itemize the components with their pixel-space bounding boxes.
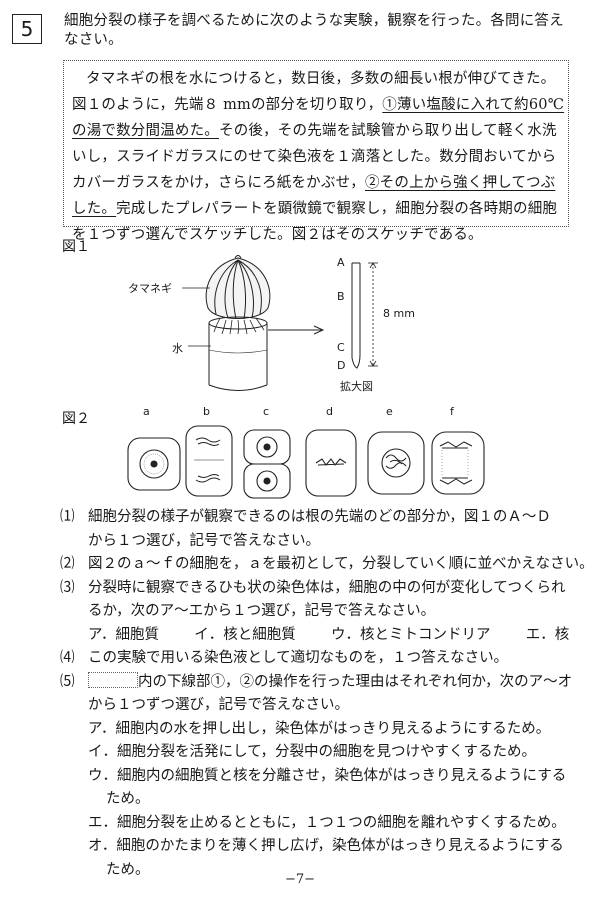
option-i: イ．細胞分裂を活発にして，分裂中の細胞を見つけやすくするため。 <box>88 744 537 760</box>
point-a-label: A <box>337 256 345 269</box>
onion-label: タマネギ <box>128 282 172 295</box>
box-line-4: いし，スライドガラスにのせて染色液を１滴落とした。数分間おいてから <box>72 149 557 165</box>
option-u-line-2: ため。 <box>106 791 150 807</box>
choice-e: エ．核 <box>525 626 570 643</box>
onion-drawing <box>205 255 271 320</box>
underline-1-part1: ①薄い塩酸に入れて約60℃ <box>382 97 565 113</box>
water-jar-drawing <box>208 316 268 391</box>
box-line-5: カバーガラスをかけ，さらにろ紙をかぶせ，②その上から強く押してつぶ <box>72 175 556 191</box>
option-o: オ．細胞のかたまりを薄く押し広げ，染色体がはっきり見えるようにする <box>88 838 564 854</box>
cell-d-sketch <box>305 429 357 497</box>
water-label: 水 <box>172 342 183 355</box>
box-line-1: タマネギの根を水につけると，数日後，多数の細長い根が伸びてきた。 <box>86 71 556 87</box>
cell-e-label: e <box>386 405 393 418</box>
question-1-line-2: から１つ選び，記号で答えなさい。 <box>88 532 320 549</box>
option-o-line-2: ため。 <box>106 861 150 878</box>
box-line-7: を１つずつ選んでスケッチした。図２はそのスケッチである。 <box>72 227 483 243</box>
choice-u: ウ．核とミトコンドリア <box>331 626 491 643</box>
option-a: ア．細胞内の水を押し出し，染色体がはっきり見えるようにするため。 <box>88 720 551 737</box>
length-indicator <box>368 262 378 367</box>
underline-1-part2: の湯で数分間温めた。 <box>72 123 219 139</box>
intro-line-1: 細胞分裂の様子を調べるために次のような実験，観察を行った。各問に答え <box>64 13 564 29</box>
page-number: −7− <box>284 872 316 887</box>
questions-list: ⑴細胞分裂の様子が観察できるのは根の先端のどの部分か，図１のＡ～Ｄ から１つ選び… <box>60 506 594 882</box>
figure2-label: 図２ <box>62 411 90 427</box>
question-intro: 細胞分裂の様子を調べるために次のような実験，観察を行った。各問に答え なさい。 <box>64 12 564 50</box>
point-b-label: B <box>337 290 345 303</box>
cell-a-sketch <box>127 437 181 491</box>
question-4: ⑷この実験で用いる染色液として適切なものを，１つ答えなさい。 <box>60 650 509 666</box>
cell-b-label: b <box>203 405 210 418</box>
underline-2-part1: ②その上から強く押してつぶ <box>364 175 556 191</box>
box-line-2: 図１のように，先端８ mmの部分を切り取り，①薄い塩酸に入れて約60℃ <box>72 97 565 113</box>
length-label: 8 mm <box>383 307 415 320</box>
intro-line-2: なさい。 <box>64 32 123 48</box>
roots-drawing <box>213 317 265 335</box>
question-3-choices: ア．細胞質 イ．核と細胞質 ウ．核とミトコンドリア エ．核 <box>60 624 594 648</box>
enlarged-root-drawing <box>351 262 361 369</box>
point-c-label: C <box>337 341 345 354</box>
cell-c-sketch <box>243 429 291 499</box>
cell-b-sketch <box>185 425 233 497</box>
arrow-head <box>313 325 325 335</box>
dotted-box-reference <box>88 671 138 688</box>
question-3-line-2: るか，次のア～エから１つ選び，記号で答えなさい。 <box>88 603 436 619</box>
question-5: ⑸内の下線部①，②の操作を行った理由はそれぞれ何か，次のア～オ <box>60 671 573 690</box>
cell-d-label: d <box>326 405 333 418</box>
figure1-illustration <box>182 255 378 391</box>
question-1: ⑴細胞分裂の様子が観察できるのは根の先端のどの部分か，図１のＡ～Ｄ <box>60 509 551 525</box>
question-3: ⑶分裂時に観察できるひも状の染色体は，細胞の中の何が変化してつくられ <box>60 579 566 596</box>
experiment-description-box: タマネギの根を水につけると，数日後，多数の細長い根が伸びてきた。 図１のように，… <box>63 60 569 243</box>
option-u: ウ．細胞内の細胞質と核を分離させ，染色体がはっきり見えるようにする <box>88 767 567 784</box>
option-e: エ．細胞分裂を止めるとともに，１つ１つの細胞を離れやすくするため。 <box>88 814 566 831</box>
figure2-cell-sketches <box>127 425 485 499</box>
cell-e-sketch <box>367 431 425 495</box>
question-2: ⑵図２のａ～ｆの細胞を，ａを最初として，分裂していく順に並べかえなさい。 <box>60 556 594 572</box>
cell-f-sketch <box>431 431 485 495</box>
box-line-3: の湯で数分間温めた。その後，その先端を試験管から取り出して軽く水洗 <box>72 123 557 139</box>
question-5-line-2: から１つずつ選び，記号で答えなさい。 <box>88 697 349 713</box>
question-number-box: 5 <box>12 14 42 44</box>
point-d-label: D <box>337 359 346 372</box>
choice-a: ア．細胞質 <box>88 626 160 643</box>
underline-2-part2: した。 <box>72 201 117 217</box>
cell-f-label: f <box>450 405 454 418</box>
figure1-label: 図１ <box>62 239 90 255</box>
enlarged-view-label: 拡大図 <box>340 380 373 393</box>
box-line-6: した。完成したプレパラートを顕微鏡で観察し，細胞分裂の各時期の細胞 <box>72 201 558 217</box>
cell-c-label: c <box>263 405 270 418</box>
cell-a-label: a <box>143 405 150 418</box>
choice-i: イ．核と細胞質 <box>194 626 296 643</box>
